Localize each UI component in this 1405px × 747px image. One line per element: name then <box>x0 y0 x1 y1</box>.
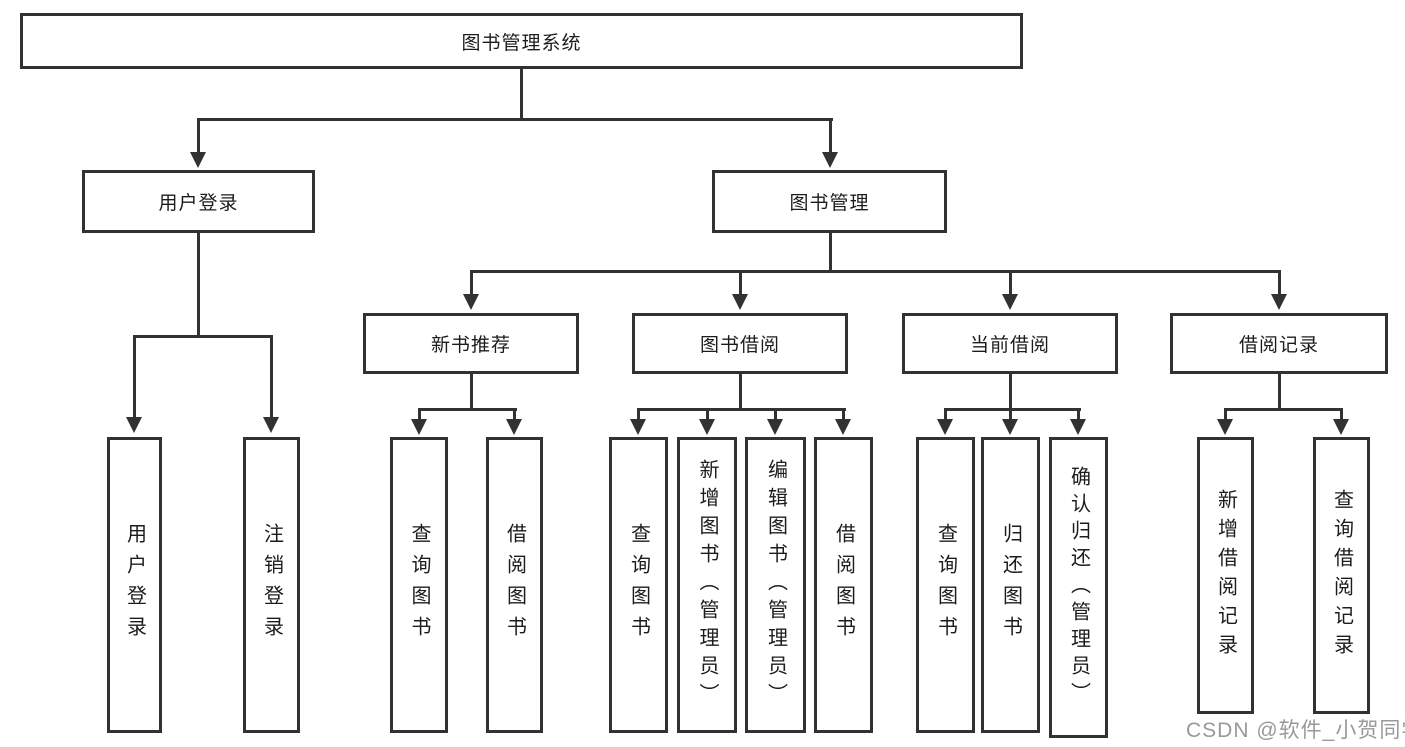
arrowhead-to-current-return <box>1002 419 1018 435</box>
arrowhead-to-borrow-add <box>699 419 715 435</box>
leaf-recommend-borrow-books-label: 借阅图书 <box>503 523 526 647</box>
leaf-records-query-record-label: 查询借阅记录 <box>1330 488 1353 663</box>
connector-to-borrow-add <box>706 408 709 421</box>
connector-to-records-query <box>1340 408 1343 421</box>
connector-borrow-stub <box>739 374 742 408</box>
connector-level2-rail <box>197 118 833 121</box>
leaf-user-login: 用户登录 <box>107 437 162 733</box>
connector-to-user-login <box>197 118 200 153</box>
connector-user-login-stub <box>197 233 200 335</box>
connector-user-login-rail <box>133 335 273 338</box>
connector-to-book-borrow <box>739 270 742 296</box>
connector-to-current-return <box>1009 408 1012 421</box>
leaf-borrow-edit-books-admin: 编辑图书（管理员） <box>745 437 806 733</box>
connector-to-leaf-logout <box>270 335 273 418</box>
leaf-recommend-borrow-books: 借阅图书 <box>486 437 543 733</box>
arrowhead-to-records-query <box>1333 419 1349 435</box>
arrowhead-to-recommend-borrow <box>506 419 522 435</box>
leaf-borrow-borrow-books: 借阅图书 <box>814 437 873 733</box>
arrowhead-to-current-borrow <box>1002 294 1018 310</box>
connector-records-stub <box>1278 374 1281 408</box>
connector-current-rail <box>944 408 1081 411</box>
connector-to-borrow-query <box>637 408 640 421</box>
leaf-recommend-query-books-label: 查询图书 <box>408 523 430 647</box>
arrowhead-to-user-login <box>190 152 206 168</box>
node-new-book-recommend: 新书推荐 <box>363 313 579 374</box>
leaf-borrow-query-books-label: 查询图书 <box>627 523 650 647</box>
csdn-watermark: CSDN @软件_小贺同学 <box>1186 719 1405 742</box>
connector-to-recommend-borrow <box>513 408 516 421</box>
node-user-login: 用户登录 <box>82 170 315 233</box>
arrowhead-to-leaf-user-login <box>126 417 142 433</box>
connector-to-records-add <box>1224 408 1227 421</box>
connector-to-new-book <box>470 270 473 296</box>
connector-level3-rail <box>470 270 1281 273</box>
connector-to-current-borrow <box>1009 270 1012 296</box>
arrowhead-to-borrow-query <box>630 419 646 435</box>
connector-to-borrow-borrow <box>842 408 845 421</box>
arrowhead-to-new-book <box>463 294 479 310</box>
node-book-borrow: 图书借阅 <box>632 313 848 374</box>
leaf-records-query-record: 查询借阅记录 <box>1313 437 1370 714</box>
leaf-current-return-books-label: 归还图书 <box>999 523 1022 647</box>
arrowhead-to-records-add <box>1217 419 1233 435</box>
leaf-current-return-books: 归还图书 <box>981 437 1040 733</box>
leaf-records-add-record: 新增借阅记录 <box>1197 437 1254 714</box>
arrowhead-to-recommend-query <box>411 419 427 435</box>
connector-root-stub <box>520 69 523 120</box>
node-current-borrow: 当前借阅 <box>902 313 1118 374</box>
arrowhead-to-leaf-logout <box>263 417 279 433</box>
connector-to-borrow-records <box>1278 270 1281 296</box>
leaf-logout-label: 注销登录 <box>260 523 283 647</box>
connector-borrow-rail <box>637 408 846 411</box>
leaf-current-query-books: 查询图书 <box>916 437 975 733</box>
arrowhead-to-borrow-edit <box>767 419 783 435</box>
leaf-logout: 注销登录 <box>243 437 300 733</box>
leaf-current-query-books-label: 查询图书 <box>934 523 957 647</box>
connector-to-leaf-user-login <box>133 335 136 418</box>
leaf-records-add-record-label: 新增借阅记录 <box>1214 488 1237 663</box>
leaf-borrow-add-books-admin: 新增图书（管理员） <box>677 437 737 733</box>
connector-current-stub <box>1009 374 1012 408</box>
arrowhead-to-borrow-borrow <box>835 419 851 435</box>
node-library-system-root: 图书管理系统 <box>20 13 1023 69</box>
connector-to-current-confirm <box>1077 408 1080 421</box>
leaf-borrow-add-books-admin-label: 新增图书（管理员） <box>696 459 718 711</box>
node-book-management: 图书管理 <box>712 170 947 233</box>
leaf-borrow-borrow-books-label: 借阅图书 <box>832 523 855 647</box>
leaf-borrow-query-books: 查询图书 <box>609 437 668 733</box>
arrowhead-to-book-borrow <box>732 294 748 310</box>
connector-to-recommend-query <box>418 408 421 421</box>
leaf-current-confirm-return-admin: 确认归还（管理员） <box>1049 437 1108 738</box>
connector-to-borrow-edit <box>774 408 777 421</box>
node-borrow-records: 借阅记录 <box>1170 313 1388 374</box>
leaf-user-login-label: 用户登录 <box>123 523 146 647</box>
leaf-borrow-edit-books-admin-label: 编辑图书（管理员） <box>764 459 787 711</box>
connector-book-management-stub <box>829 233 832 270</box>
arrowhead-to-current-query <box>937 419 953 435</box>
arrowhead-to-book-management <box>822 152 838 168</box>
connector-records-rail <box>1224 408 1343 411</box>
arrowhead-to-current-confirm <box>1070 419 1086 435</box>
connector-recommend-stub <box>470 374 473 408</box>
leaf-recommend-query-books: 查询图书 <box>390 437 448 733</box>
arrowhead-to-borrow-records <box>1271 294 1287 310</box>
connector-to-current-query <box>944 408 947 421</box>
leaf-current-confirm-return-admin-label: 确认归还（管理员） <box>1067 466 1090 709</box>
connector-to-book-management <box>829 118 832 153</box>
connector-recommend-rail <box>418 408 517 411</box>
